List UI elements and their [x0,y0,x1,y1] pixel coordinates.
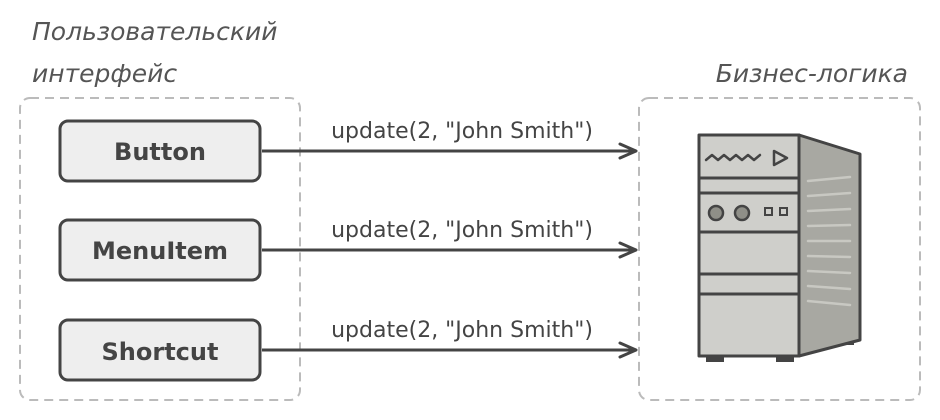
call-label-1: update(2, "John Smith") [331,119,593,144]
call-label-2: update(2, "John Smith") [331,218,593,243]
logic-group-frame [638,97,921,401]
logic-group-title: Бизнес-логика [716,59,908,88]
menuitem-element-label: MenuItem [92,237,228,265]
call-label-3: update(2, "John Smith") [331,318,593,343]
menuitem-element[interactable]: MenuItem [58,218,262,282]
server-tower-icon [697,133,862,362]
shortcut-element-label: Shortcut [102,338,219,366]
button-element[interactable]: Button [58,119,262,183]
button-element-label: Button [114,138,206,166]
shortcut-element[interactable]: Shortcut [58,318,262,382]
ui-group-title-line1: Пользовательский [32,17,277,46]
ui-group-title-line2: интерфейс [32,59,177,88]
